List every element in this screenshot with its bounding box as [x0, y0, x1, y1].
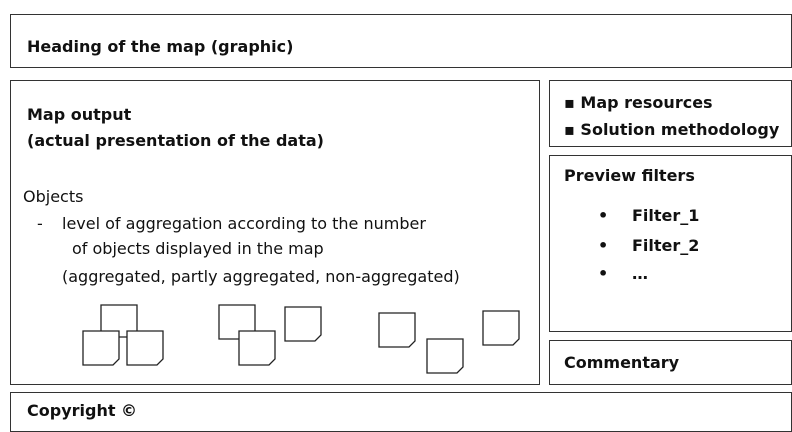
- resource-label: Solution methodology: [580, 120, 780, 139]
- commentary-box: Commentary: [549, 340, 792, 385]
- copyright-box: Copyright ©: [10, 392, 792, 432]
- aggregated-objects-icon: [82, 304, 164, 366]
- commentary-label: Commentary: [564, 353, 680, 372]
- objects-heading: Objects: [23, 187, 84, 206]
- partly-aggregated-objects-icon: [218, 304, 322, 366]
- preview-filters-title: Preview filters: [564, 166, 695, 185]
- filter-label: Filter_1: [632, 206, 700, 225]
- preview-filters-box: Preview filters •Filter_1 •Filter_2 •…: [549, 155, 792, 332]
- objects-text-line-1: level of aggregation according to the nu…: [62, 214, 426, 233]
- objects-dash: -: [37, 214, 43, 233]
- bullet-icon: •: [598, 264, 609, 283]
- map-output-subtitle: (actual presentation of the data): [27, 131, 324, 150]
- bullet-icon: •: [598, 236, 609, 255]
- square-bullet-icon: ▪: [564, 120, 575, 139]
- filter-item-2[interactable]: • Filter_2: [598, 236, 699, 255]
- filter-label: Filter_2: [632, 236, 700, 255]
- resource-item-map-resources: ▪ Map resources: [564, 93, 713, 112]
- filter-item-more: •…: [598, 264, 648, 283]
- resource-item-solution-methodology: ▪ Solution methodology: [564, 120, 779, 139]
- square-bullet-icon: ▪: [564, 93, 575, 112]
- map-heading-box: Heading of the map (graphic): [10, 14, 792, 68]
- non-aggregated-objects-icon: [378, 310, 520, 374]
- copyright-text: Copyright ©: [27, 401, 138, 420]
- map-heading: Heading of the map (graphic): [27, 37, 294, 56]
- map-output-box: Map output (actual presentation of the d…: [10, 80, 540, 385]
- filter-item-1[interactable]: • Filter_1: [598, 206, 699, 225]
- resources-box: ▪ Map resources ▪ Solution methodology: [549, 80, 792, 147]
- resource-label: Map resources: [580, 93, 713, 112]
- objects-text-line-2: of objects displayed in the map: [72, 239, 324, 258]
- bullet-icon: •: [598, 206, 609, 225]
- map-output-title: Map output: [27, 105, 132, 124]
- filter-label: …: [632, 264, 648, 283]
- objects-text-line-3: (aggregated, partly aggregated, non-aggr…: [62, 267, 460, 286]
